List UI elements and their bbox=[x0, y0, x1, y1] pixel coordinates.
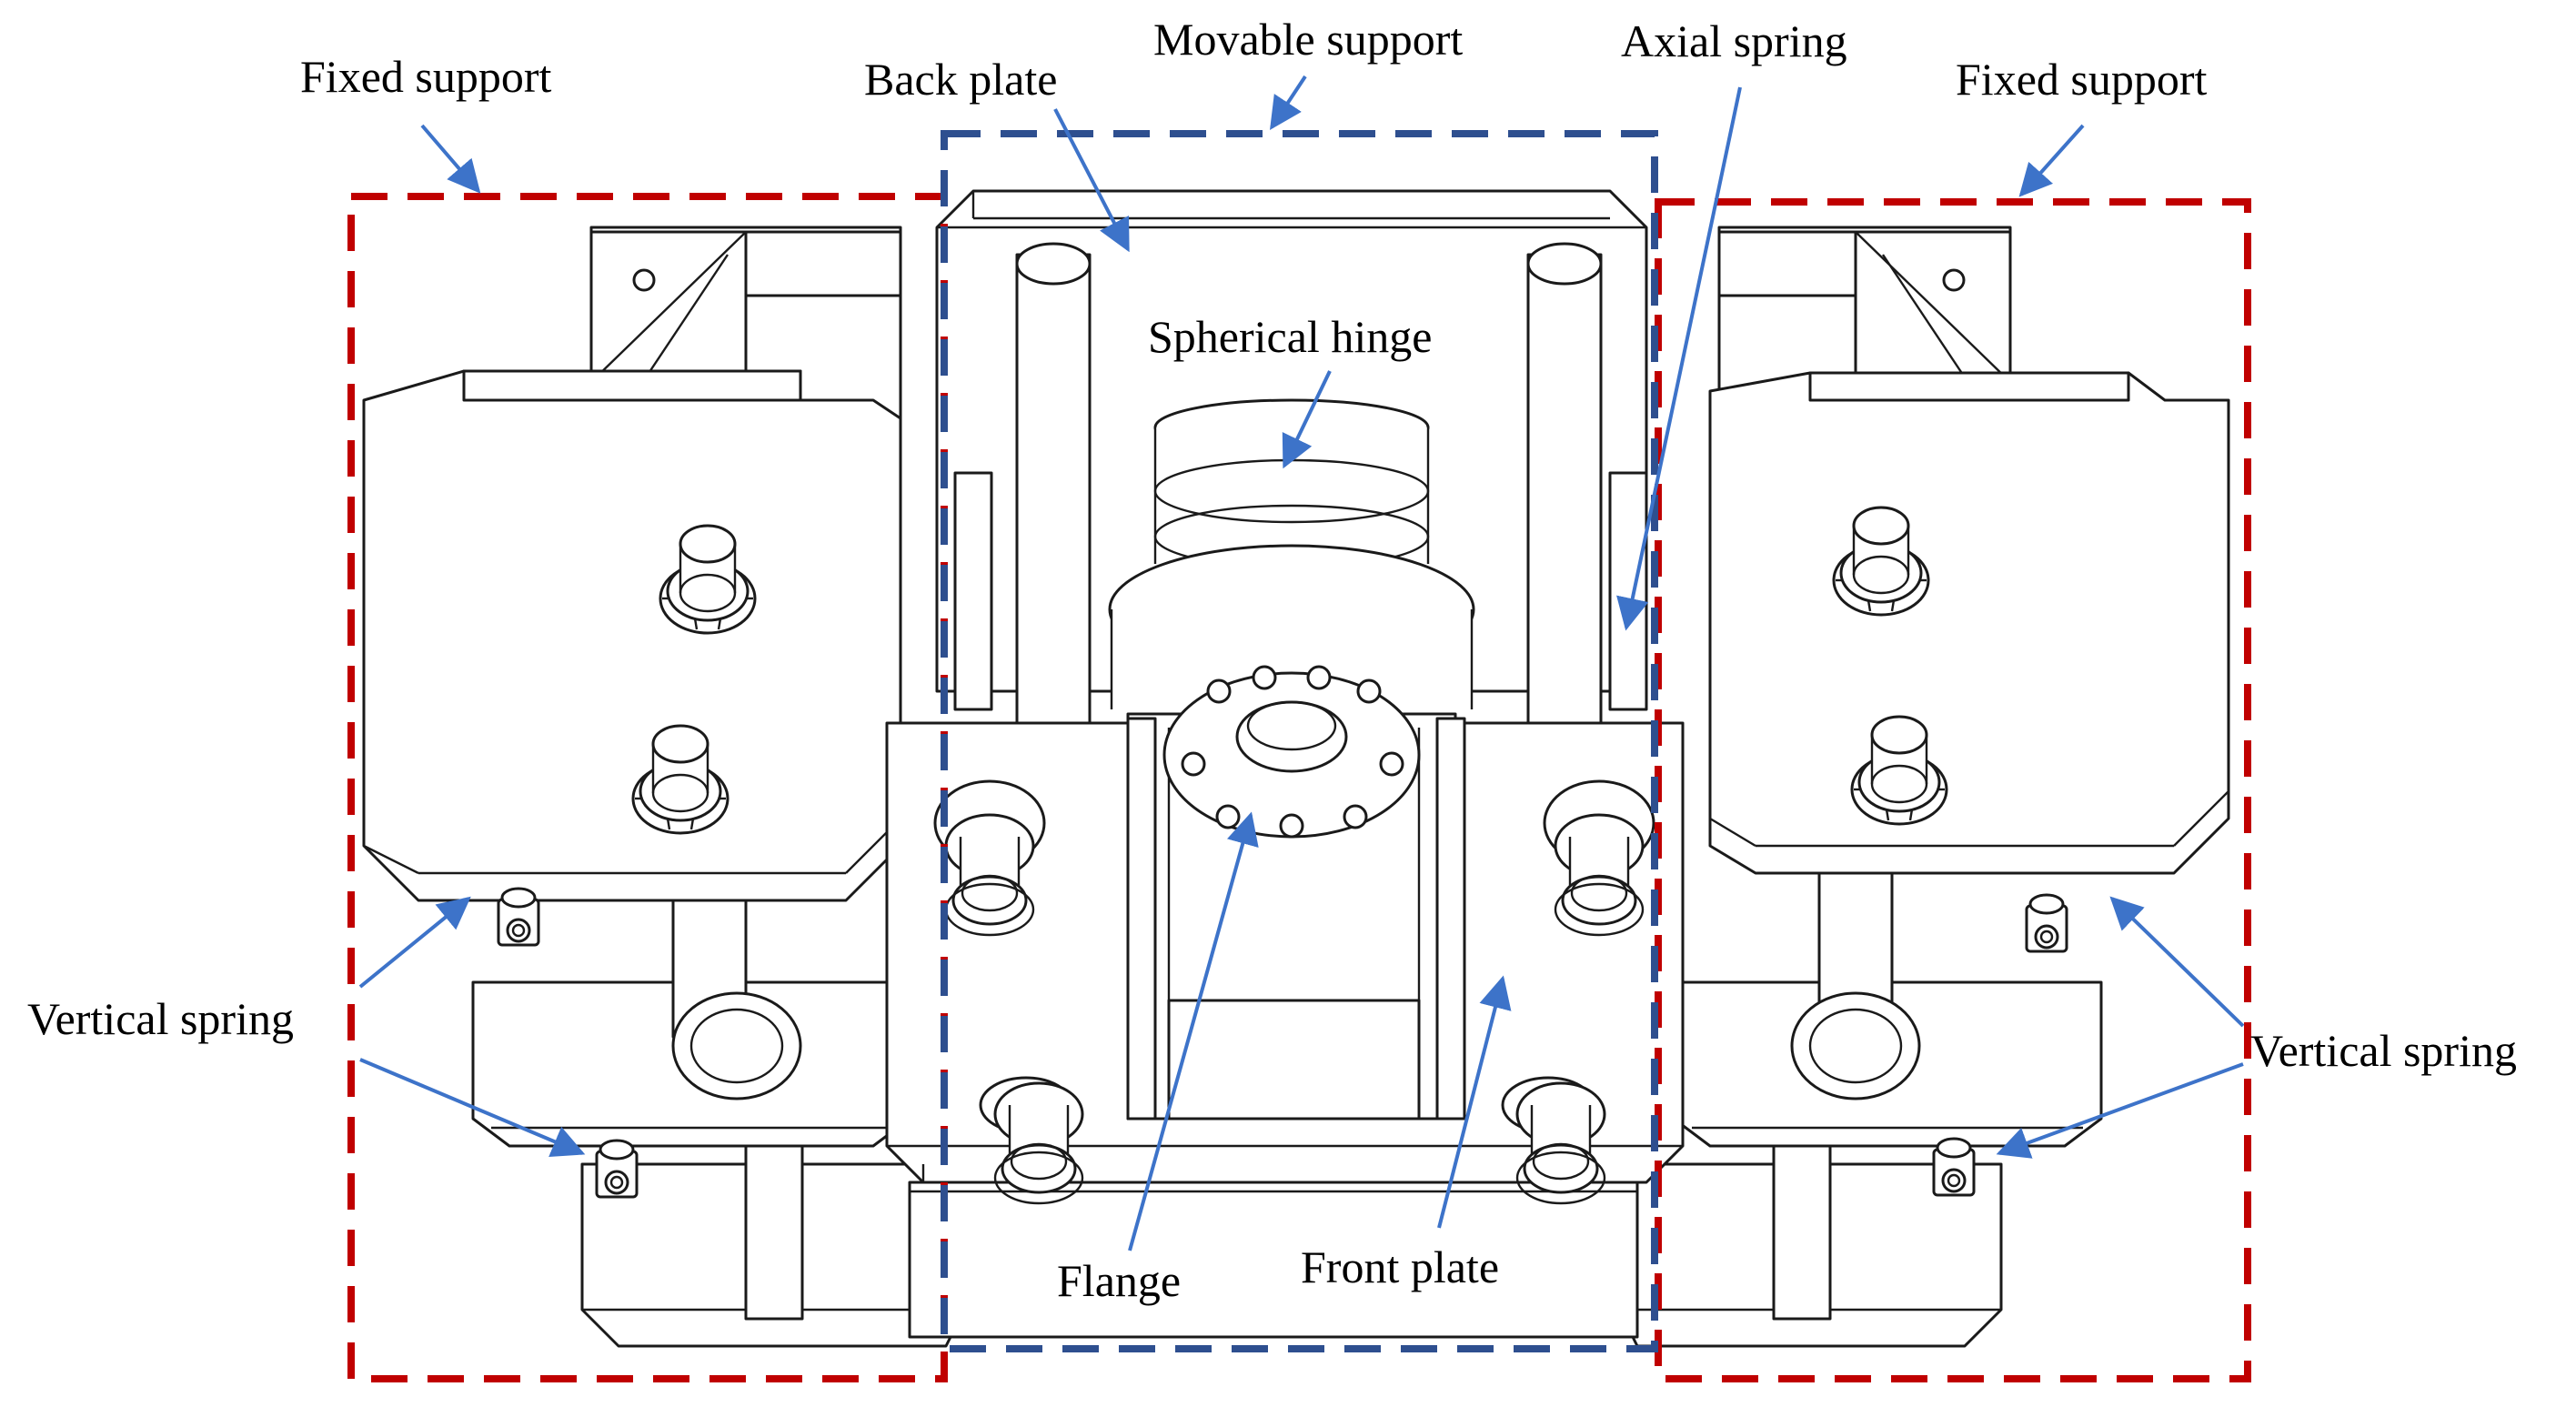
front-plate-label: Front plate bbox=[1301, 1241, 1499, 1292]
spherical-hinge-arrow bbox=[1282, 370, 1332, 469]
axial-spring-arrow bbox=[1616, 86, 1742, 631]
fixed-support-left-arrow bbox=[420, 124, 481, 194]
vertical-spring-left-arrow-1 bbox=[358, 896, 471, 989]
vertical-spring-left-arrow-2 bbox=[359, 1058, 586, 1157]
vertical-spring-right-arrow-1 bbox=[2109, 896, 2245, 1028]
fixed-support-right-label: Fixed support bbox=[1956, 54, 2208, 105]
flange-label: Flange bbox=[1057, 1255, 1181, 1306]
vertical-spring-right-arrow-2 bbox=[1996, 1062, 2244, 1159]
front-plate-arrow bbox=[1437, 975, 1512, 1229]
leader-arrows bbox=[358, 75, 2245, 1251]
axial-spring-label: Axial spring bbox=[1621, 15, 1847, 66]
flange-arrow bbox=[1128, 811, 1259, 1251]
movable-support-box bbox=[941, 130, 1658, 1352]
vertical-spring-left-label: Vertical spring bbox=[27, 993, 294, 1044]
movable-support-arrow bbox=[1270, 75, 1307, 131]
right-fixed-support-drawing bbox=[1617, 226, 2230, 1348]
back-plate-label: Back plate bbox=[864, 54, 1057, 105]
movable-support-drawing bbox=[885, 189, 1685, 1339]
fixed-support-left-label: Fixed support bbox=[300, 51, 552, 102]
spherical-hinge-label: Spherical hinge bbox=[1148, 311, 1432, 362]
fixed-support-right-arrow bbox=[2018, 124, 2085, 197]
movable-support-label: Movable support bbox=[1153, 14, 1463, 65]
vertical-spring-right-label: Vertical spring bbox=[2250, 1025, 2517, 1076]
back-plate-arrow bbox=[1053, 108, 1130, 253]
left-fixed-support-box bbox=[347, 193, 948, 1382]
left-fixed-support-drawing bbox=[362, 226, 966, 1348]
